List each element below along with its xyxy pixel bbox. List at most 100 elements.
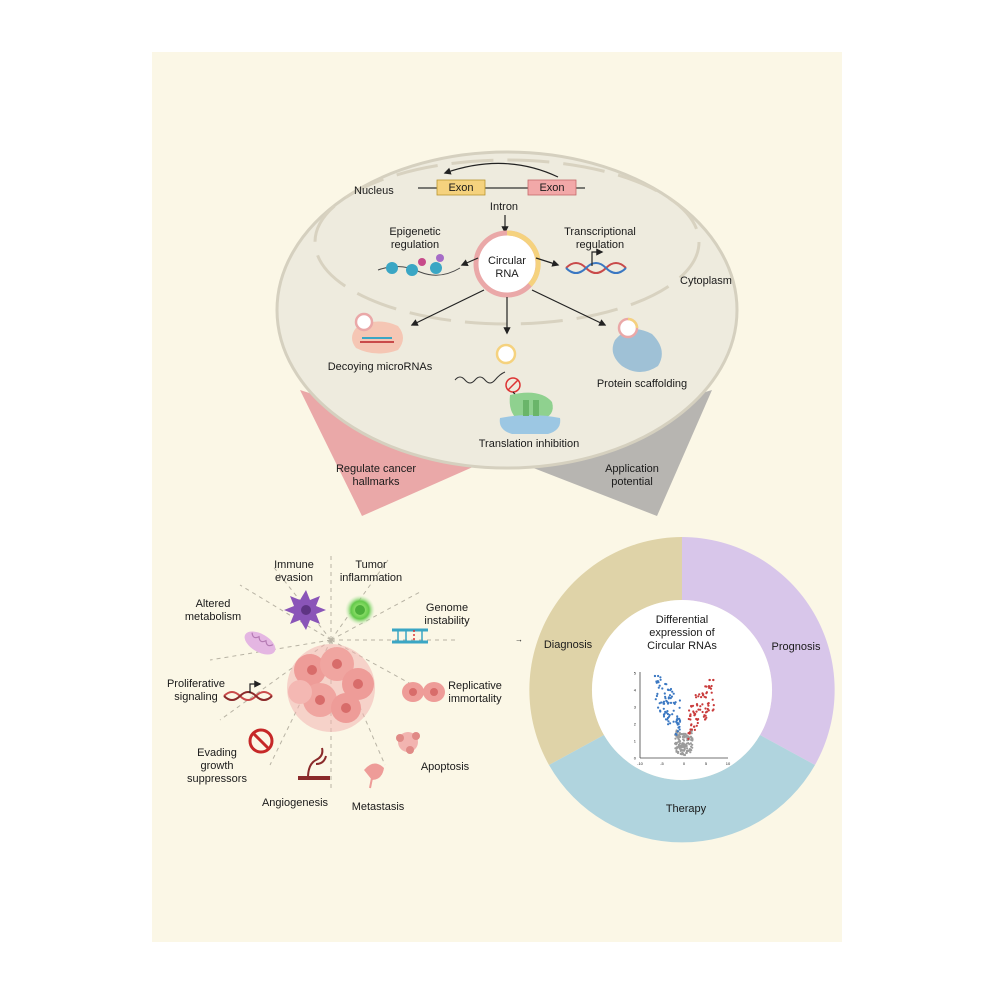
volcano-point (676, 736, 679, 739)
volcano-point (669, 722, 672, 725)
volcano-point (662, 701, 665, 704)
volcano-point (659, 678, 662, 681)
circular-rna-label-line2: RNA (495, 268, 519, 280)
exon-left-label: Exon (448, 182, 473, 194)
volcano-y-tick: 2 (634, 722, 637, 727)
volcano-point (667, 723, 670, 726)
center-label-line1: Differential (656, 614, 708, 626)
volcano-y-tick: 4 (634, 688, 637, 693)
metastasis-cell-icon (364, 763, 384, 789)
volcano-point (693, 725, 696, 728)
volcano-point (691, 737, 694, 740)
microrna-sponge-icon (352, 312, 403, 354)
volcano-point (700, 696, 703, 699)
volcano-point (688, 709, 691, 712)
apoptosis-label: Apoptosis (421, 761, 470, 773)
volcano-point (678, 720, 682, 723)
volcano-point (695, 710, 698, 713)
inflammation-core (355, 605, 365, 615)
volcano-point (676, 717, 679, 720)
volcano-point (665, 683, 668, 686)
volcano-point (655, 680, 658, 683)
volcano-point (658, 684, 661, 687)
volcano-point (691, 743, 694, 746)
volcano-point (676, 721, 679, 725)
volcano-point (699, 705, 702, 708)
volcano-point (712, 678, 715, 682)
angiogenesis-label: Angiogenesis (262, 797, 329, 809)
volcano-point (707, 709, 710, 712)
regulate-label-line1: Regulate cancer (336, 463, 416, 475)
volcano-point (687, 737, 690, 741)
volcano-point (660, 701, 663, 704)
volcano-point (683, 734, 686, 737)
regulate-label-line2: hallmarks (352, 476, 400, 488)
volcano-point (707, 704, 710, 707)
blood-vessel-icon (298, 747, 330, 780)
donut-center (592, 600, 772, 780)
epigenetic-label-line2: regulation (391, 239, 439, 251)
volcano-point (669, 697, 672, 700)
volcano-point (659, 676, 662, 679)
volcano-point (655, 694, 659, 698)
volcano-point (668, 694, 672, 697)
circular-rna-ring-yellow-arc (506, 230, 541, 287)
arrow-to-decoying (410, 289, 485, 326)
volcano-point (697, 695, 700, 698)
volcano-x-tick: 5 (705, 761, 708, 766)
volcano-point (682, 739, 686, 742)
volcano-point (687, 717, 690, 721)
volcano-point (684, 732, 687, 736)
volcano-point (659, 709, 662, 712)
volcano-point (694, 694, 697, 697)
ribosome-icon (454, 343, 561, 434)
tumor-label-line2: inflammation (340, 572, 402, 584)
volcano-point (668, 713, 671, 717)
volcano-point (675, 749, 678, 752)
volcano-x-tick: 10 (726, 761, 731, 766)
volcano-point (701, 703, 704, 706)
volcano-point (697, 708, 700, 711)
volcano-x-tick: 0 (683, 761, 686, 766)
volcano-point (678, 706, 681, 709)
volcano-point (678, 740, 682, 743)
volcano-point (695, 724, 698, 727)
evading-label-line1: Evading (197, 747, 237, 759)
volcano-point (672, 692, 675, 695)
volcano-point (704, 718, 707, 721)
volcano-point (672, 701, 675, 704)
altered-label-line1: Altered (196, 598, 231, 610)
circular-rna-label-line1: Circular (488, 255, 526, 267)
volcano-point (680, 733, 684, 736)
volcano-point (712, 708, 715, 711)
volcano-point (688, 714, 692, 718)
volcano-point (676, 751, 680, 755)
volcano-point (679, 749, 682, 753)
arrow-to-scaffolding (531, 289, 607, 326)
proliferative-label-line1: Proliferative (167, 678, 225, 690)
cytoplasm-label: Cytoplasm (680, 275, 732, 287)
volcano-point (690, 745, 693, 748)
volcano-point (674, 701, 677, 704)
volcano-point (666, 712, 670, 716)
volcano-point (661, 687, 664, 690)
volcano-point (710, 691, 713, 694)
volcano-point (696, 721, 699, 725)
volcano-point (704, 685, 707, 688)
volcano-point (674, 742, 677, 745)
decoying-label: Decoying microRNAs (328, 361, 433, 373)
immune-label-line2: evasion (275, 572, 313, 584)
donut-segment-therapy (549, 735, 815, 843)
evading-label-line3: suppressors (187, 773, 247, 785)
arrow-to-epigenetic (460, 257, 479, 266)
volcano-point (671, 690, 674, 693)
immune-label-line1: Immune (274, 559, 314, 571)
volcano-point (690, 724, 693, 727)
exon-right-box (527, 179, 577, 196)
volcano-point (693, 728, 697, 732)
volcano-point (684, 745, 687, 748)
volcano-point (704, 714, 707, 717)
volcano-point (686, 749, 689, 752)
volcano-point (678, 742, 682, 745)
